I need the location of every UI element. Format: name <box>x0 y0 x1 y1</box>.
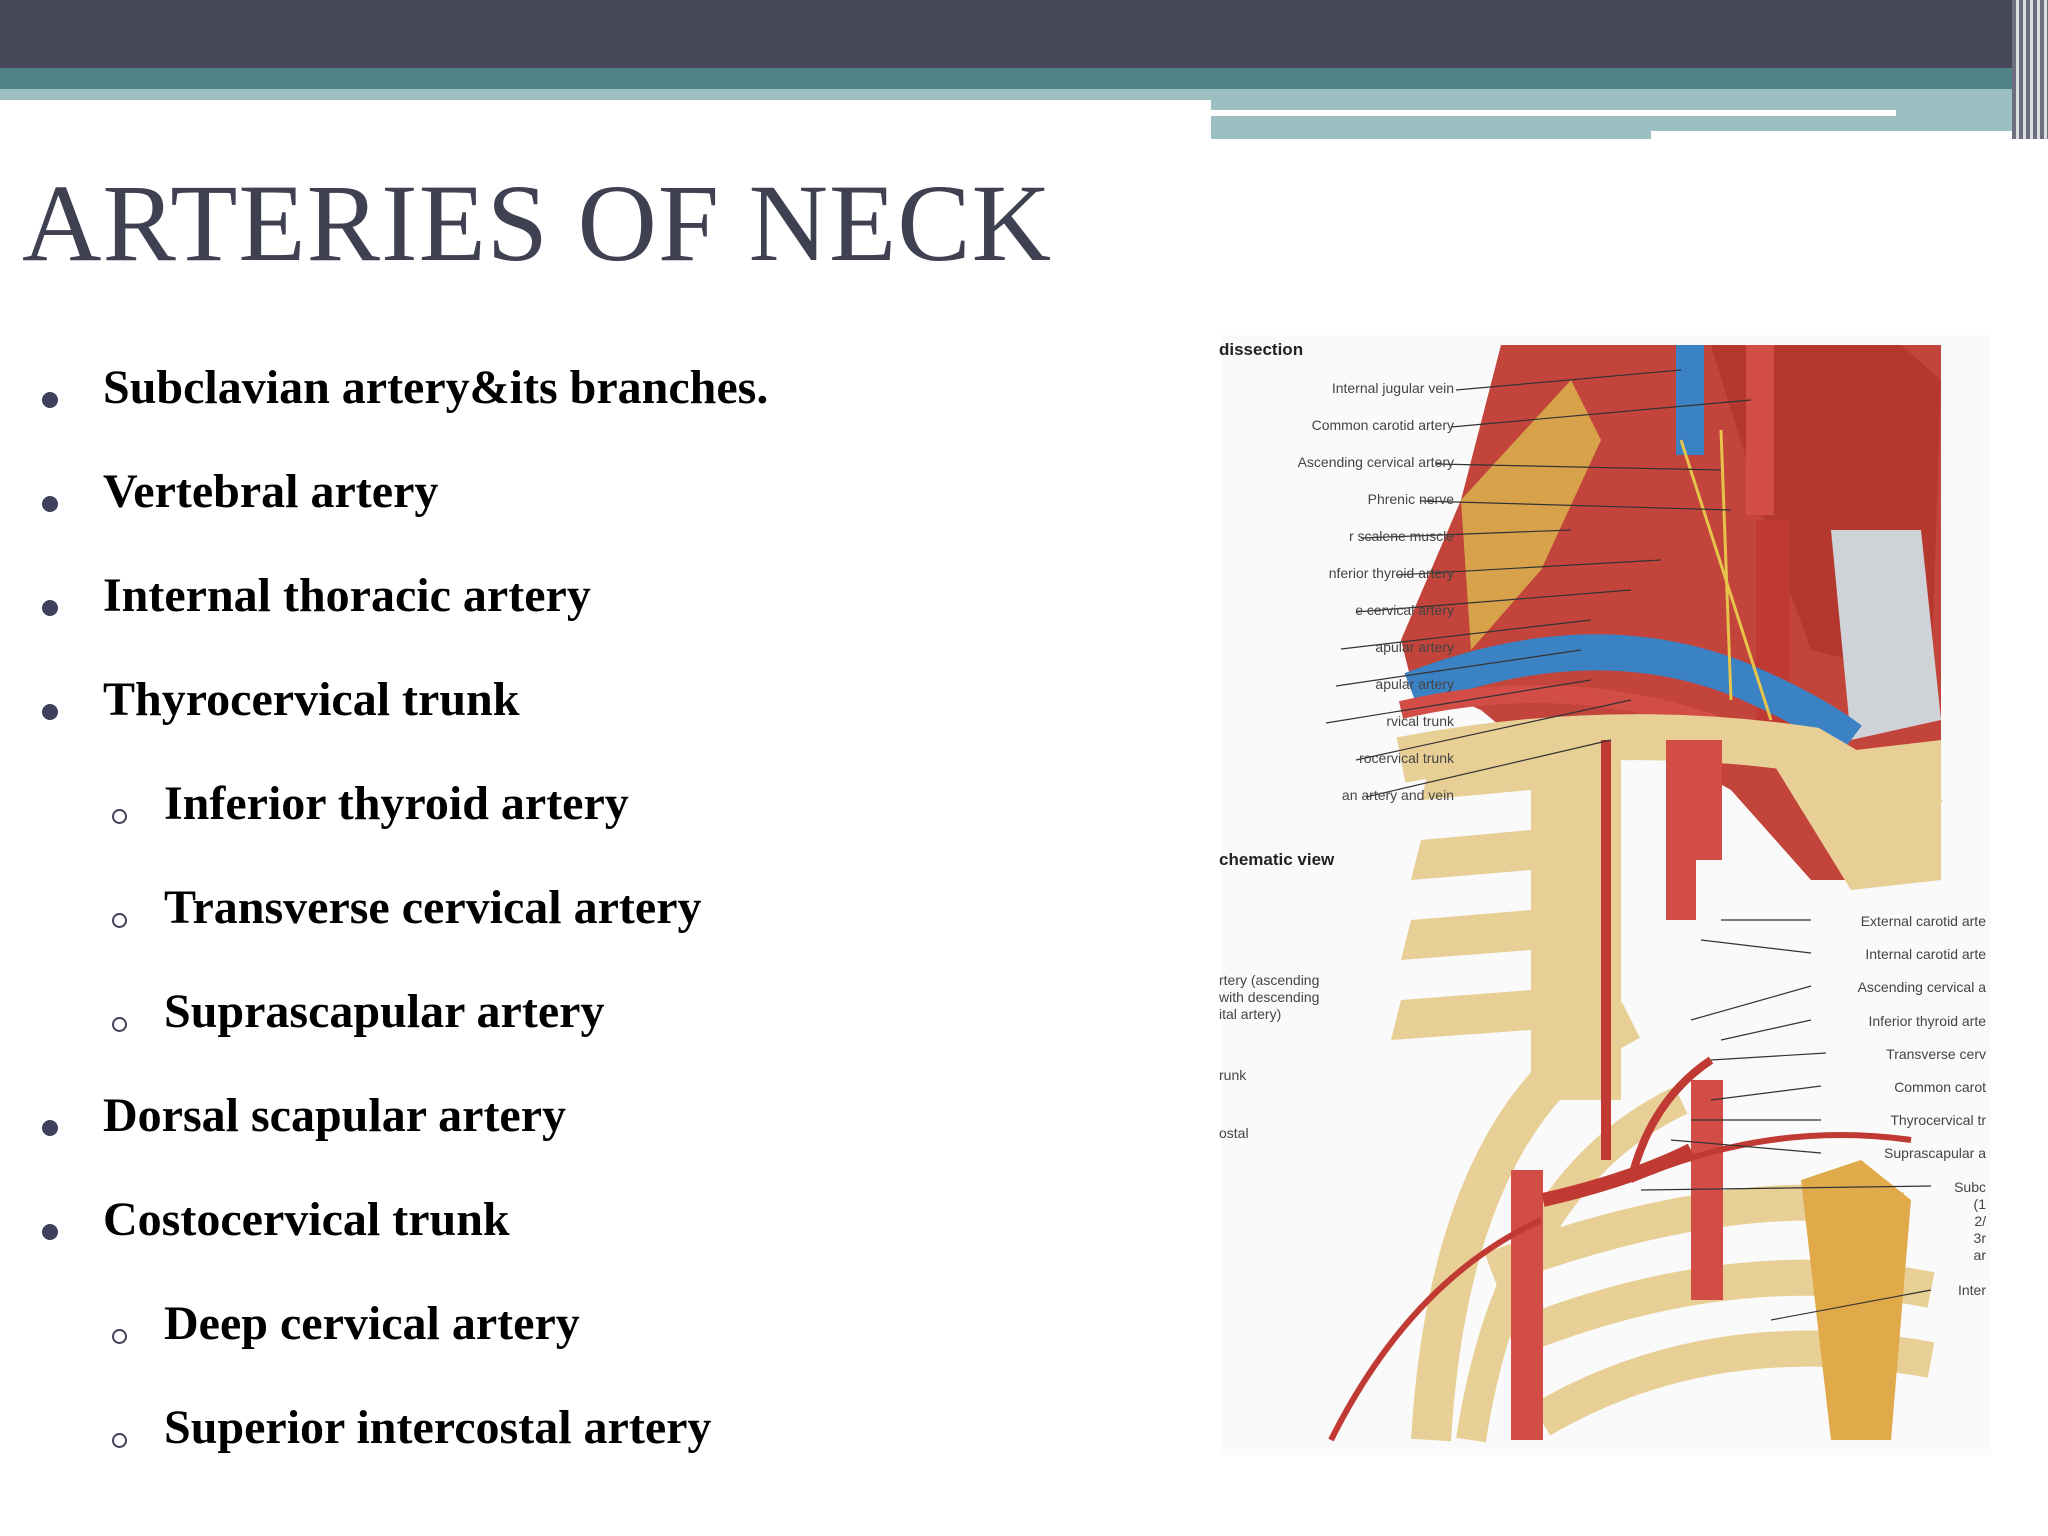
list-item-text: Dorsal scapular artery <box>103 1089 567 1142</box>
sub-list-item: Inferior thyroid artery <box>0 776 1180 846</box>
figure-label: External carotid arte <box>1861 913 1986 929</box>
figure-label: 3r <box>1974 1230 1987 1246</box>
header-accent-strip-left <box>0 89 1211 100</box>
figure-label: ostal <box>1219 1125 1249 1141</box>
figure-label: an artery and vein <box>1342 787 1454 803</box>
bullet-dot-icon <box>42 1224 58 1240</box>
list-item: Thyrocervical trunk <box>0 672 1180 742</box>
header-accent-strip-right <box>1211 89 2048 139</box>
figure-label: Subc <box>1954 1179 1986 1195</box>
list-item: Vertebral artery <box>0 464 1180 534</box>
list-item-text: Superior intercostal artery <box>164 1401 712 1454</box>
bullet-dot-icon <box>42 1120 58 1136</box>
figure-label: Common carotid artery <box>1312 417 1454 433</box>
sub-list-item: Deep cervical artery <box>0 1296 1180 1366</box>
figure-label: (1 <box>1974 1196 1987 1212</box>
figure-label: Phrenic nerve <box>1368 491 1455 507</box>
figure-label: Thyrocervical tr <box>1890 1112 1986 1128</box>
figure-label: Inferior thyroid arte <box>1869 1013 1987 1029</box>
bullet-ring-icon <box>112 1017 127 1032</box>
header-bar <box>0 0 2048 68</box>
figure-heading: dissection <box>1219 340 1303 359</box>
list-item-text: Suprascapular artery <box>164 985 605 1038</box>
list-item-text: Deep cervical artery <box>164 1297 580 1350</box>
sub-list-item: Suprascapular artery <box>0 984 1180 1054</box>
figure-label: Ascending cervical artery <box>1298 454 1454 470</box>
list-item: Internal thoracic artery <box>0 568 1180 638</box>
figure-label: Internal jugular vein <box>1332 380 1454 396</box>
figure-label: with descending <box>1218 989 1319 1005</box>
bullet-dot-icon <box>42 496 58 512</box>
header-accent-band <box>0 68 2048 89</box>
list-item: Subclavian artery&its branches. <box>0 360 1180 430</box>
sub-list-item: Transverse cervical artery <box>0 880 1180 950</box>
list-item-text: Thyrocervical trunk <box>103 673 520 726</box>
corner-stripes <box>2012 0 2048 139</box>
figure-label: runk <box>1219 1067 1247 1083</box>
bullet-dot-icon <box>42 600 58 616</box>
figure-label: Inter <box>1958 1282 1986 1298</box>
figure-label: Ascending cervical a <box>1858 979 1987 995</box>
figure-label: apular artery <box>1375 639 1454 655</box>
slide-title: ARTERIES OF NECK <box>22 162 1053 284</box>
figure-label: 2/ <box>1974 1213 1986 1229</box>
bullet-dot-icon <box>42 392 58 408</box>
leader-lines <box>1325 369 1932 1321</box>
figure-label: r scalene muscle <box>1349 528 1454 544</box>
figure-label: Common carot <box>1894 1079 1986 1095</box>
sub-list-item: Superior intercostal artery <box>0 1400 1180 1470</box>
figure-label: Suprascapular a <box>1884 1145 1986 1161</box>
arteries-illustration: dissection chematic view Internal jugula… <box>1211 320 1991 1470</box>
figure-label: Internal carotid arte <box>1865 946 1986 962</box>
header-accent-line <box>1651 131 2048 139</box>
list-item: Costocervical trunk <box>0 1192 1180 1262</box>
schematic-panel <box>1328 740 1935 1443</box>
figure-label: ital artery) <box>1219 1006 1281 1022</box>
list-item-text: Internal thoracic artery <box>103 569 591 622</box>
bullet-ring-icon <box>112 809 127 824</box>
figure-label: rtery (ascending <box>1219 972 1319 988</box>
header-accent-line <box>1211 110 1896 116</box>
bullet-ring-icon <box>112 913 127 928</box>
bullet-ring-icon <box>112 1433 127 1448</box>
figure-label: nferior thyroid artery <box>1329 565 1454 581</box>
figure-label: apular artery <box>1375 676 1454 692</box>
list-item: Dorsal scapular artery <box>0 1088 1180 1158</box>
list-item-text: Costocervical trunk <box>103 1193 510 1246</box>
figure-label: Transverse cerv <box>1886 1046 1986 1062</box>
figure-label: rocervical trunk <box>1359 750 1455 766</box>
figure-label: ar <box>1974 1247 1987 1263</box>
bullet-ring-icon <box>112 1329 127 1344</box>
figure-heading: chematic view <box>1219 850 1335 869</box>
figure-label: rvical trunk <box>1386 713 1455 729</box>
list-item-text: Transverse cervical artery <box>164 881 702 934</box>
bullet-dot-icon <box>42 704 58 720</box>
list-item-text: Inferior thyroid artery <box>164 777 629 830</box>
list-item-text: Subclavian artery&its branches. <box>103 361 769 414</box>
list-item-text: Vertebral artery <box>103 465 439 518</box>
figure-label: e cervical artery <box>1355 602 1454 618</box>
